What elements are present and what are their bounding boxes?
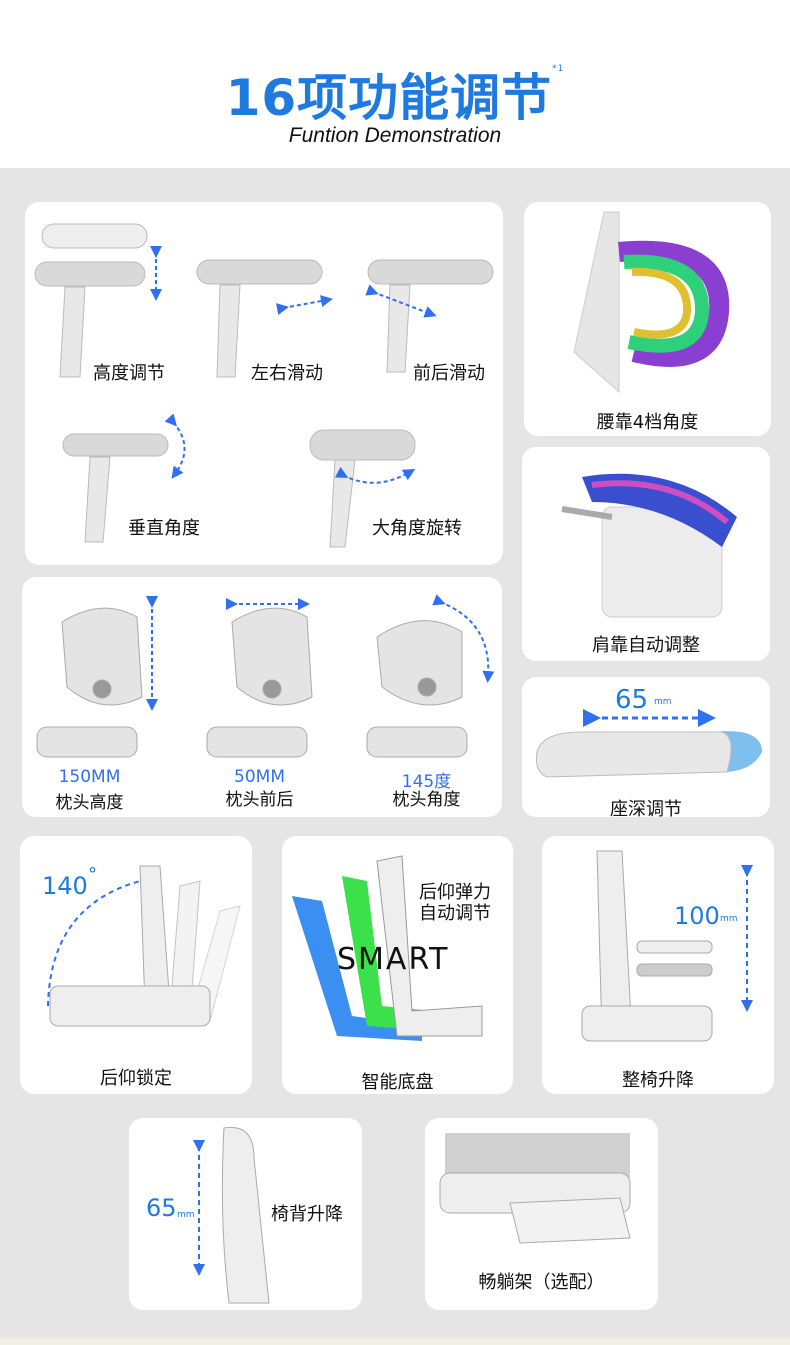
lift-unit: mm <box>720 914 738 924</box>
armrest-rotate-label: 大角度旋转 <box>372 518 462 539</box>
recline-label: 后仰锁定 <box>100 1068 172 1089</box>
armrest-height-label: 高度调节 <box>93 363 165 384</box>
headrest-forward-label: 枕头前后 <box>225 790 294 810</box>
footnote-mark: *1 <box>552 64 565 74</box>
lumbar-label: 腰靠4档角度 <box>596 412 699 433</box>
lift-value: 100 <box>674 902 720 930</box>
smart-note-line1: 后仰弹力 <box>419 882 491 903</box>
armrest-lateral-label: 左右滑动 <box>251 363 323 384</box>
headrest-angle-label: 枕头角度 <box>392 790 461 810</box>
recline-value: 140 <box>42 872 88 900</box>
armrest-illustrations <box>34 223 494 548</box>
lift-label: 整椅升降 <box>622 1070 694 1091</box>
smart-card: 后仰弹力 自动调节 SMART 智能底盘 <box>282 836 513 1094</box>
footrest-card: 畅躺架（选配） <box>425 1118 658 1310</box>
back-lift-illustration <box>193 1126 270 1304</box>
recline-illustration <box>47 865 241 1027</box>
armrest-angle-label: 垂直角度 <box>128 518 200 539</box>
seat-depth-card: 65 mm 座深调节 <box>522 677 770 817</box>
shoulder-illustration <box>561 473 737 618</box>
shoulder-card: 肩靠自动调整 <box>522 447 770 661</box>
armrest-card: 高度调节 左右滑动 前后滑动 垂直角度 大角度旋转 <box>25 202 503 565</box>
title-text: 16项功能调节 <box>225 69 553 127</box>
shoulder-label: 肩靠自动调整 <box>592 635 700 656</box>
lift-illustration <box>581 850 753 1042</box>
recline-card: 140 ° 后仰锁定 <box>20 836 252 1094</box>
headrest-card: 150MM 枕头高度 50MM 枕头前后 145度 枕头角度 <box>22 577 502 817</box>
smart-note-line2: 自动调节 <box>419 903 491 924</box>
bottom-strip <box>0 1338 790 1345</box>
smart-illustration <box>292 855 483 1041</box>
back-lift-card: 65 mm 椅背升降 <box>129 1118 362 1310</box>
footrest-label: 畅躺架（选配） <box>478 1272 605 1293</box>
footrest-illustration <box>439 1133 631 1244</box>
headrest-height-label: 枕头高度 <box>55 793 124 813</box>
headrest-forward-value: 50MM <box>234 767 285 787</box>
headrest-angle-value: 145度 <box>401 772 452 792</box>
headrest-height-value: 150MM <box>58 767 121 787</box>
lumbar-card: 腰靠4档角度 <box>524 202 771 436</box>
back-lift-unit: mm <box>177 1210 195 1220</box>
page-title: 16项功能调节*1 <box>0 58 790 130</box>
armrest-forward-label: 前后滑动 <box>413 363 485 384</box>
lumbar-illustration <box>573 211 730 394</box>
back-lift-label: 椅背升降 <box>271 1204 343 1225</box>
seat-depth-label: 座深调节 <box>610 799 682 817</box>
page-subtitle: Funtion Demonstration <box>288 124 502 147</box>
headrest-illustrations <box>36 594 495 758</box>
seat-depth-value: 65 <box>615 685 649 715</box>
smart-badge: SMART <box>337 942 450 977</box>
lift-card: 100 mm 整椅升降 <box>542 836 774 1094</box>
header-band <box>0 0 790 168</box>
seat-depth-unit: mm <box>654 697 672 707</box>
smart-label: 智能底盘 <box>361 1072 434 1093</box>
back-lift-value: 65 <box>146 1194 177 1222</box>
seat-depth-illustration <box>536 709 762 778</box>
recline-unit: ° <box>88 864 97 885</box>
